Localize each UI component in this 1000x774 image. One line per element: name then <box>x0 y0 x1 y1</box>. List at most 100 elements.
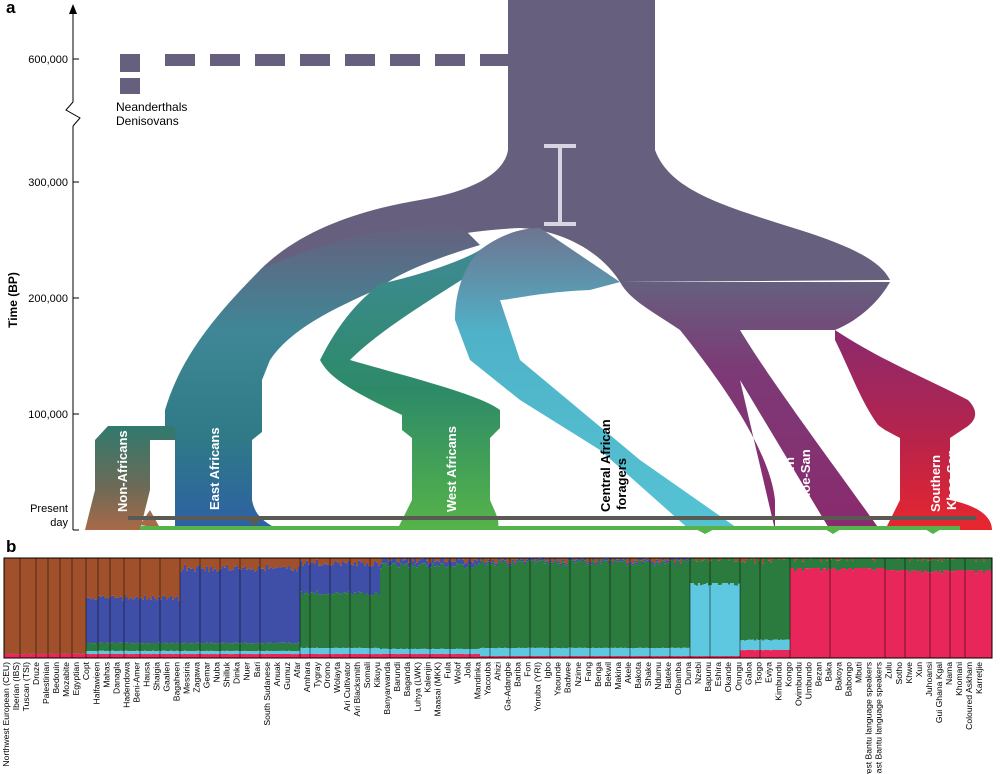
admixture-bar <box>330 594 332 649</box>
admixture-bar <box>686 559 688 562</box>
admixture-bar <box>436 649 438 655</box>
population-label: Beni-Amer <box>131 662 141 703</box>
admixture-bar <box>68 558 70 654</box>
admixture-bar <box>544 648 546 657</box>
admixture-bar <box>162 595 164 643</box>
admixture-bar <box>286 558 288 569</box>
admixture-bar <box>953 571 955 658</box>
admixture-bar <box>780 639 782 650</box>
admixture-bar <box>734 656 736 658</box>
population-label: Gaalien <box>162 662 172 692</box>
admixture-bar <box>700 561 702 586</box>
admixture-bar <box>574 562 576 649</box>
admixture-bar <box>432 648 434 654</box>
admixture-bar <box>700 558 702 562</box>
admixture-bar <box>816 568 818 658</box>
admixture-bar <box>446 562 448 568</box>
admixture-bar <box>598 560 600 648</box>
admixture-bar <box>494 648 496 657</box>
admixture-bar <box>206 642 208 651</box>
admixture-bar <box>812 558 814 568</box>
admixture-bar <box>628 648 630 657</box>
admixture-bar <box>144 558 146 596</box>
admixture-bar <box>338 558 340 564</box>
admixture-bar <box>296 651 298 655</box>
admixture-bar <box>170 642 172 651</box>
admixture-bar <box>708 558 710 562</box>
admixture-bar <box>268 643 270 652</box>
admixture-bar <box>202 654 204 658</box>
admixture-bar <box>760 649 762 658</box>
admixture-bar <box>428 563 430 569</box>
admixture-bar <box>648 648 650 657</box>
admixture-bar <box>90 651 92 655</box>
admixture-bar <box>586 558 588 564</box>
admixture-bar <box>94 558 96 600</box>
admixture-bar <box>454 558 456 562</box>
admixture-bar <box>884 568 885 658</box>
admixture-bar <box>458 648 460 654</box>
admixture-bar <box>38 653 40 658</box>
admixture-bar <box>660 558 662 563</box>
admixture-bar <box>412 558 414 562</box>
admixture-bar <box>616 561 618 648</box>
admixture-bar <box>704 584 706 657</box>
admixture-bar <box>648 558 650 561</box>
admixture-bar <box>408 654 410 658</box>
population-label: Eshira <box>713 662 723 687</box>
admixture-bar <box>190 558 192 569</box>
admixture-bar <box>850 558 852 568</box>
admixture-bar <box>784 649 786 658</box>
admixture-bar <box>258 650 260 654</box>
admixture-bar <box>652 562 654 565</box>
admixture-bar <box>348 560 350 592</box>
population-label: Banyarwanda <box>382 662 392 715</box>
admixture-bar <box>146 558 148 600</box>
admixture-bar <box>132 654 134 658</box>
admixture-bar <box>386 558 388 564</box>
admixture-bar <box>536 561 538 648</box>
admixture-bar <box>78 558 80 654</box>
admixture-bar <box>666 562 668 649</box>
admixture-bar <box>178 558 180 601</box>
admixture-bar <box>104 597 106 643</box>
admixture-bar <box>110 596 112 643</box>
admixture-bar <box>342 591 344 648</box>
admixture-bar <box>58 653 60 658</box>
admixture-bar <box>94 643 96 652</box>
population-label: Bekwil <box>603 662 613 687</box>
population-label: Benga <box>593 662 603 687</box>
admixture-bar <box>238 643 240 652</box>
admixture-bar <box>708 561 710 586</box>
admixture-bar <box>758 640 760 651</box>
admixture-bar <box>180 643 182 652</box>
population-label: Kimbundu <box>773 662 783 701</box>
admixture-bar <box>526 647 528 656</box>
admixture-bar <box>496 563 498 566</box>
admixture-bar <box>304 654 306 658</box>
admixture-bar <box>903 558 905 570</box>
admixture-bar <box>404 564 406 649</box>
admixture-bar <box>562 558 564 560</box>
admixture-bar <box>444 654 446 658</box>
admixture-bar <box>448 564 450 649</box>
admixture-bar <box>332 648 334 655</box>
admixture-bar <box>340 654 342 658</box>
admixture-bar <box>526 559 528 562</box>
admixture-bar <box>342 647 344 654</box>
admixture-bar <box>933 558 935 560</box>
admixture-bar <box>166 654 168 658</box>
admixture-bar <box>226 564 228 643</box>
admixture-bar <box>830 559 832 570</box>
admixture-bar <box>901 570 903 658</box>
admixture-bar <box>188 642 190 651</box>
admixture-bar <box>88 650 90 654</box>
admixture-bar <box>30 654 32 658</box>
admixture-bar <box>476 654 478 658</box>
admixture-bar <box>404 559 406 565</box>
admixture-bar <box>498 560 500 648</box>
admixture-bar <box>316 647 318 654</box>
admixture-bar <box>718 560 720 586</box>
admixture-bar <box>94 654 96 658</box>
admixture-bar <box>488 558 490 560</box>
